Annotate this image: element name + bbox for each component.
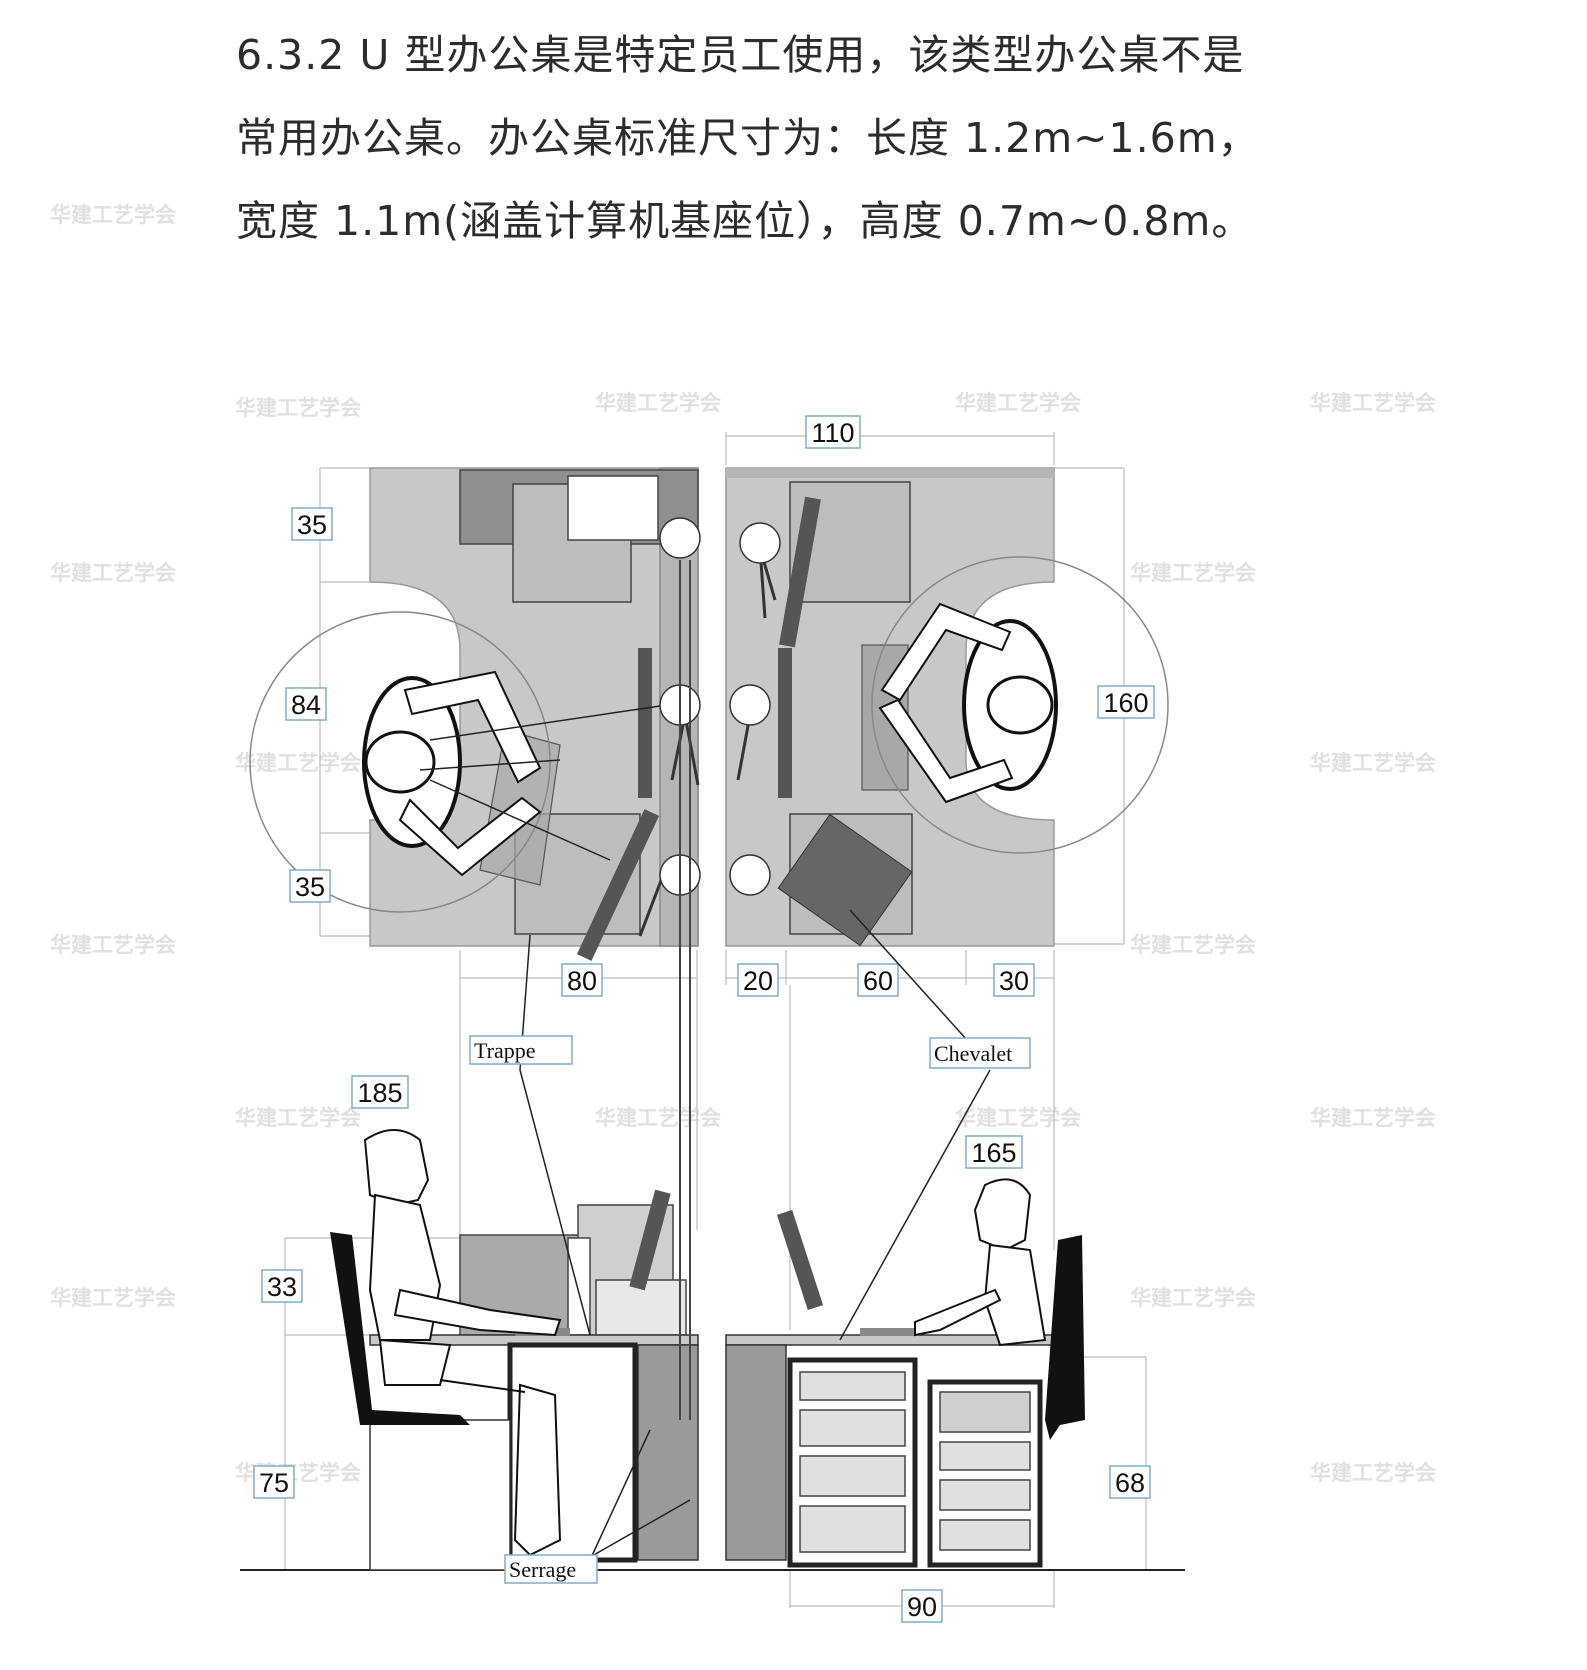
left-chair-back [330,1232,470,1425]
arm-icon [403,670,542,784]
watermark: 华建工艺学会 [1310,391,1436,415]
clamp-icon [729,684,771,726]
right-keyboard [860,1328,915,1336]
label-serrage: Serrage [509,1557,576,1582]
intro-line-1: 6.3.2 U 型办公桌是特定员工使用，该类型办公桌不是 [236,31,1245,79]
dim-left-top: 35 [297,510,327,540]
intro-text: 6.3.2 U 型办公桌是特定员工使用，该类型办公桌不是 常用办公桌。办公桌标准… [236,14,1376,263]
watermark: 华建工艺学会 [1310,751,1436,775]
watermark: 华建工艺学会 [235,396,361,420]
monitor-icon [638,648,652,798]
dim-left-mid: 84 [291,690,321,720]
monitor-icon [777,813,913,947]
right-chair-back [1045,1235,1085,1440]
label-trappe: Trappe [474,1038,536,1063]
watermark: 华建工艺学会 [1130,1286,1256,1310]
reach-circle [249,611,551,913]
watermark: 华建工艺学会 [595,1106,721,1130]
leg-icon [513,1383,562,1557]
thigh-icon [378,1338,452,1386]
left-chair-base [369,1419,511,1571]
clamp-icon [729,854,771,896]
monitor-icon [776,1209,824,1311]
elevation-view: 185 165 33 75 68 90 Trappe Chevalet Serr… [240,560,1185,1623]
head-icon [363,1129,430,1207]
monitor-arms [638,547,777,937]
watermark: 华建工艺学会 [1310,1106,1436,1130]
watermark: 华建工艺学会 [235,1106,361,1130]
head-icon [364,730,436,794]
dim-person-right-height: 165 [971,1138,1016,1168]
watermark: 华建工艺学会 [50,1286,176,1310]
watermark: 华建工艺学会 [595,391,721,415]
thigh-link [439,1379,526,1393]
dim-bottom-60: 60 [863,966,893,996]
intro-line-3: 宽度 1.1m(涵盖计算机基座位），高度 0.7m~0.8m。 [236,197,1254,245]
watermark: 华建工艺学会 [1130,933,1256,957]
label-chevalet: Chevalet [934,1041,1012,1066]
head-icon [986,675,1054,735]
arm-icon [914,1288,1002,1337]
plan-to-elevation-lines [679,560,691,1420]
monitor-icon [629,1189,671,1291]
monitor-icon [576,809,660,961]
left-person-plan [249,611,661,913]
head-icon [973,1178,1032,1252]
torso-icon [983,1243,1047,1347]
watermark: 华建工艺学会 [235,751,361,775]
clamp-icon [659,517,701,559]
arm-icon [878,698,1014,804]
watermarks: 华建工艺学会 华建工艺学会 华建工艺学会 华建工艺学会 华建工艺学会 华建工艺学… [50,203,1436,1485]
dim-bottom-20: 20 [743,966,773,996]
arm-icon [393,1288,562,1337]
dim-cabinet-height: 68 [1115,1468,1145,1498]
dim-person-left-height: 185 [357,1078,402,1108]
drawer-cabinet [787,1357,1043,1568]
dim-top-width: 110 [811,418,854,448]
dim-bottom-80: 80 [567,966,597,996]
dim-desk-height: 75 [259,1468,289,1498]
dim-left-bottom: 35 [295,872,325,902]
plan-view: 110 35 84 35 160 80 20 60 30 [249,415,1169,997]
watermark: 华建工艺学会 [50,933,176,957]
watermark: 华建工艺学会 [1310,1461,1436,1485]
label-leaders [519,909,991,1561]
watermark: 华建工艺学会 [50,203,176,227]
intro-line-2: 常用办公桌。办公桌标准尺寸为：长度 1.2m~1.6m， [236,114,1260,162]
arm-icon [398,796,542,877]
right-person-plan [871,556,1169,854]
dim-right-length: 160 [1103,688,1148,718]
dim-shelf-height: 33 [267,1272,297,1302]
reach-circle [871,556,1169,854]
watermark: 华建工艺学会 [1130,561,1256,585]
dim-bottom-30: 30 [999,966,1029,996]
left-person-elevation [363,1129,562,1557]
dim-cabinet-width: 90 [907,1592,937,1622]
right-desk-panel [725,1344,787,1561]
watermark: 华建工艺学会 [955,1106,1081,1130]
right-desk-rear-panel [726,468,1054,478]
left-paper-tray [567,475,659,541]
clamp-icon [739,522,781,564]
monitor-icon [779,496,821,648]
watermark: 华建工艺学会 [955,391,1081,415]
right-person-elevation [914,1178,1047,1347]
monitor-icon [778,648,792,798]
watermark: 华建工艺学会 [50,561,176,585]
arm-icon [880,602,1012,702]
